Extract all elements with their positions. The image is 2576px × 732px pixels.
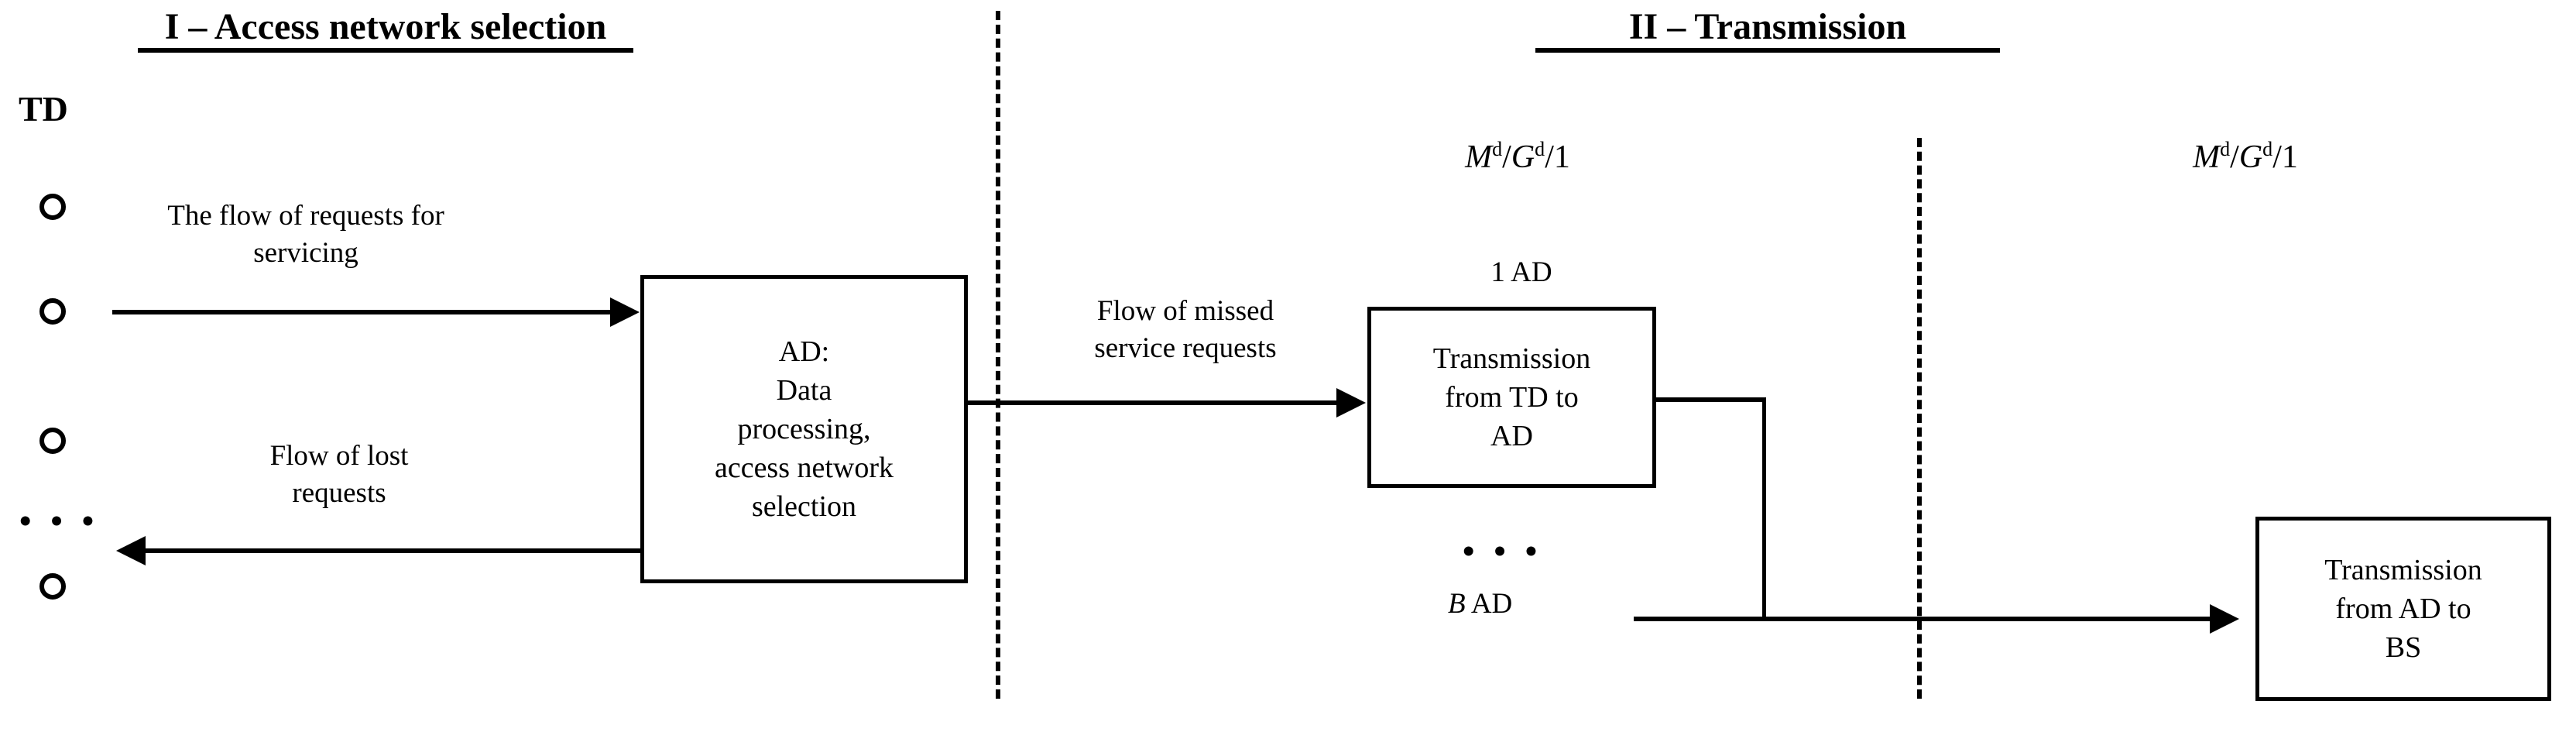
ad-group-ellipsis: • • • <box>1463 532 1543 570</box>
flow-arrowhead-ad-to-bs <box>2210 604 2239 634</box>
transmission-ad-to-bs-box-text: Transmission from AD to BS <box>2324 553 2482 665</box>
queue-model-1-g: G <box>1511 139 1535 175</box>
flow-label-missed-service-requests: Flow of missed service requests <box>1094 295 1277 365</box>
queue-model-2-sup-d2: d <box>2262 138 2273 160</box>
td-terminal-circle-3[interactable] <box>39 428 66 454</box>
queue-model-2-servers: 1 <box>2281 139 2298 175</box>
flow-line-missed-service-requests <box>968 400 1338 405</box>
elbow-vertical-segment <box>1762 397 1766 620</box>
queue-model-1-sup-d2: d <box>1535 138 1545 160</box>
td-column-label: TD <box>19 89 68 129</box>
transmission-td-to-ad-box[interactable]: Transmission from TD to AD <box>1367 307 1656 488</box>
queue-model-2-g: G <box>2238 139 2263 175</box>
transmission-td-to-ad-box-text: Transmission from TD to AD <box>1432 342 1591 453</box>
ad-group-first-label: 1 AD <box>1490 256 1552 288</box>
td-terminal-ellipsis: • • • <box>19 502 100 540</box>
queue-model-label-1: Md/Gd/1 <box>1394 139 1641 174</box>
flow-line-lost-requests <box>146 548 641 553</box>
flow-arrowhead-lost-requests <box>116 536 146 565</box>
ad-group-last-ad: AD <box>1465 588 1513 620</box>
flow-label-lost-requests: Flow of lost requests <box>269 440 409 510</box>
queue-model-2-sup-d1: d <box>2220 138 2231 160</box>
transmission-ad-to-bs-box[interactable]: Transmission from AD to BS <box>2255 517 2551 701</box>
td-terminal-circle-1[interactable] <box>39 194 66 220</box>
queue-model-1-slash2: / <box>1545 139 1554 175</box>
td-terminal-circle-2[interactable] <box>39 298 66 325</box>
flow-label-requests-for-servicing: The flow of requests for servicing <box>167 200 444 270</box>
elbow-top-horizontal-segment <box>1656 397 1766 402</box>
section-divider-1 <box>996 11 1000 699</box>
queue-model-1-m: M <box>1465 139 1493 175</box>
queue-model-label-2: Md/Gd/1 <box>2122 139 2369 174</box>
queue-model-1-servers: 1 <box>1553 139 1570 175</box>
queue-model-2-slash2: / <box>2272 139 2282 175</box>
queue-model-2-m: M <box>2193 139 2221 175</box>
ad-group-last-label: B AD <box>1448 587 1512 621</box>
flow-line-ad-to-bs <box>1634 617 2211 621</box>
td-terminal-circle-4[interactable] <box>39 573 66 600</box>
section-title-transmission: II – Transmission <box>1535 7 2000 53</box>
flow-arrowhead-requests-for-servicing <box>610 297 640 327</box>
section-title-access-network-selection: I – Access network selection <box>138 7 633 53</box>
section-divider-2 <box>1917 138 1922 699</box>
queue-model-1-sup-d1: d <box>1492 138 1503 160</box>
flow-line-requests-for-servicing <box>112 310 612 314</box>
ad-processing-box-text: AD: Data processing, access network sele… <box>714 335 894 524</box>
queue-model-1-slash1: / <box>1502 139 1511 175</box>
ad-processing-box[interactable]: AD: Data processing, access network sele… <box>640 275 968 583</box>
ad-group-last-b: B <box>1448 588 1466 620</box>
flow-arrowhead-missed-service-requests <box>1336 388 1366 418</box>
queue-model-2-slash1: / <box>2230 139 2239 175</box>
